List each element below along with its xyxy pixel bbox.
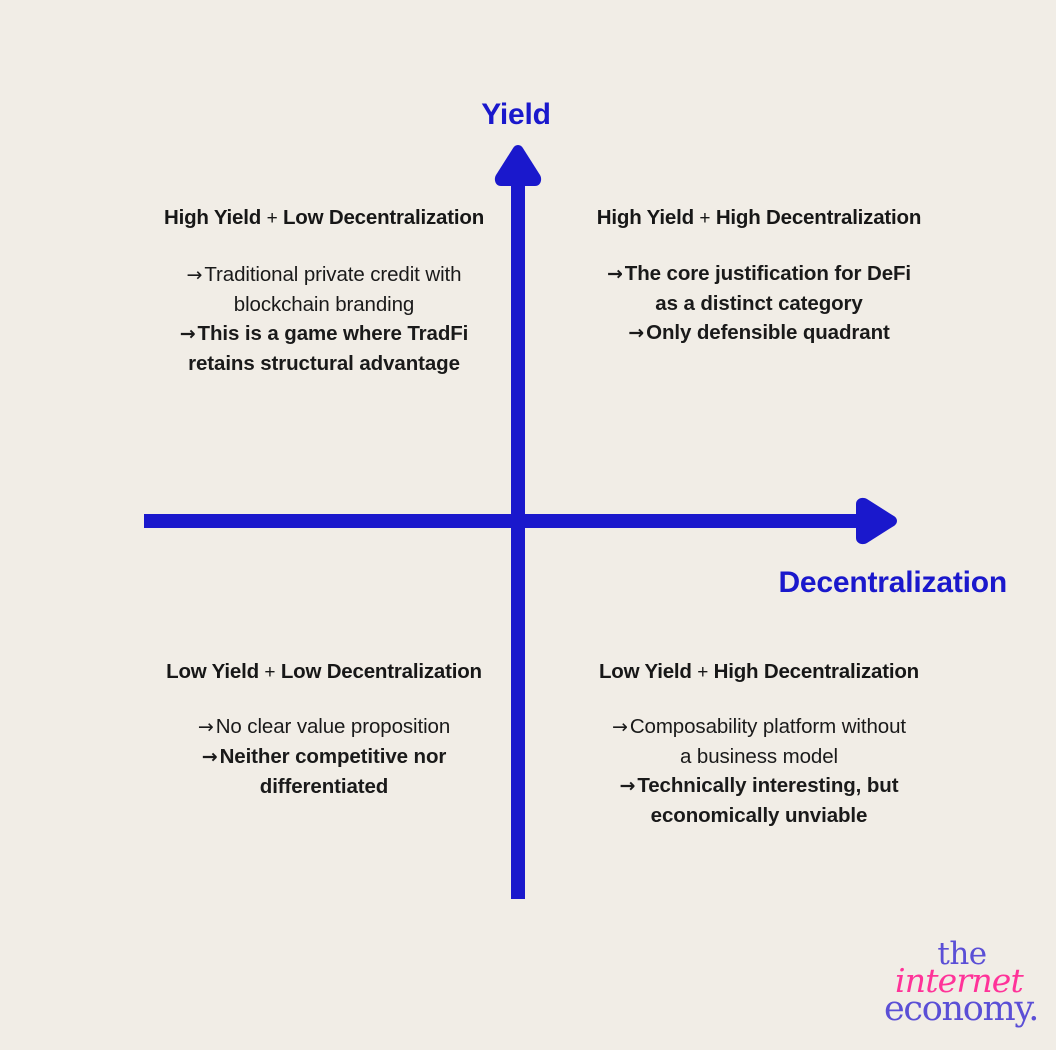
bullet-text: Only defensible quadrant <box>646 321 890 344</box>
y-axis-title: Yield <box>481 98 551 131</box>
bullet-text: blockchain branding <box>233 293 415 316</box>
arrow-right-icon: → <box>201 746 218 768</box>
arrow-right-icon: → <box>612 716 628 738</box>
quadrant-heading: High Yield + Low Decentralization <box>133 206 515 230</box>
quadrant-heading: High Yield + High Decentralization <box>563 206 955 230</box>
y-axis-arrowhead-icon <box>493 143 543 189</box>
x-axis-arrowhead-icon <box>853 496 899 546</box>
bullet-item: →Composability platform without <box>563 712 955 742</box>
quadrant-heading-plus: + <box>264 662 276 683</box>
brand-logo: the internet economy. <box>884 935 1039 1030</box>
y-axis-line <box>511 170 525 899</box>
bullet-text: differentiated <box>259 775 389 798</box>
bullet-item-continuation: as a distinct category <box>563 289 955 318</box>
arrow-right-icon: → <box>606 263 623 285</box>
bullet-text: Composability platform without <box>629 715 906 738</box>
quadrant-heading-plus: + <box>266 208 278 229</box>
quadrant-body: →Traditional private credit with blockch… <box>133 260 515 378</box>
bullet-text: The core justification for DeFi <box>624 262 912 285</box>
bullet-text: Traditional private credit with <box>204 263 462 286</box>
quadrant-heading-right: Low Decentralization <box>280 660 482 683</box>
quadrant-heading-plus: + <box>699 208 711 229</box>
arrow-right-icon: → <box>197 716 214 738</box>
quadrant-heading: Low Yield + High Decentralization <box>563 660 955 684</box>
quadrant-heading: Low Yield + Low Decentralization <box>133 660 515 684</box>
bullet-text: Neither competitive nor <box>219 745 447 768</box>
bullet-text: retains structural advantage <box>188 352 460 375</box>
logo-line-economy: economy. <box>884 989 1039 1030</box>
quadrant-body: →The core justification for DeFi as a di… <box>563 259 955 348</box>
bullet-item-continuation: retains structural advantage <box>133 349 515 378</box>
bullet-item-continuation: blockchain branding <box>133 290 515 319</box>
bullet-item-continuation: differentiated <box>133 772 515 801</box>
bullet-text: as a distinct category <box>655 292 863 315</box>
quadrant-heading-left: High Yield <box>596 206 694 229</box>
quadrant-high-yield-high-decentralization: High Yield + High Decentralization →The … <box>563 206 955 348</box>
bullet-item-continuation: a business model <box>563 742 955 771</box>
logo-line-the: the <box>937 935 987 972</box>
quadrant-heading-left: Low Yield <box>598 660 692 683</box>
bullet-text: economically unviable <box>650 804 868 827</box>
bullet-item: →Only defensible quadrant <box>563 318 955 348</box>
quadrant-heading-left: Low Yield <box>166 660 259 683</box>
quadrant-heading-right: High Decentralization <box>713 660 920 683</box>
quadrant-body: →No clear value proposition →Neither com… <box>133 712 515 801</box>
bullet-item-continuation: economically unviable <box>563 801 955 830</box>
logo-line-internet: internet <box>894 961 1024 1001</box>
quadrant-low-yield-low-decentralization: Low Yield + Low Decentralization →No cle… <box>133 660 515 801</box>
bullet-item: →The core justification for DeFi <box>563 259 955 289</box>
quadrant-heading-plus: + <box>697 662 709 683</box>
bullet-item: →Neither competitive nor <box>133 742 515 772</box>
arrow-right-icon: → <box>186 264 203 286</box>
bullet-text: Technically interesting, but <box>637 774 899 797</box>
bullet-text: a business model <box>680 745 838 768</box>
x-axis-line <box>144 514 872 528</box>
arrow-right-icon: → <box>619 775 636 797</box>
quadrant-heading-right: High Decentralization <box>715 206 922 229</box>
quadrant-high-yield-low-decentralization: High Yield + Low Decentralization →Tradi… <box>133 206 515 378</box>
bullet-text: This is a game where TradFi <box>197 322 469 345</box>
quadrant-heading-right: Low Decentralization <box>282 206 485 229</box>
bullet-item: →This is a game where TradFi <box>133 319 515 349</box>
bullet-item: →Traditional private credit with <box>133 260 515 290</box>
arrow-right-icon: → <box>628 322 645 344</box>
bullet-text: No clear value proposition <box>215 715 451 738</box>
quadrant-body: →Composability platform without a busine… <box>563 712 955 830</box>
arrow-right-icon: → <box>179 323 196 345</box>
bullet-item: →No clear value proposition <box>133 712 515 742</box>
quadrant-heading-left: High Yield <box>163 206 262 229</box>
quadrant-low-yield-high-decentralization: Low Yield + High Decentralization →Compo… <box>563 660 955 830</box>
bullet-item: →Technically interesting, but <box>563 771 955 801</box>
x-axis-title: Decentralization <box>778 566 1007 599</box>
